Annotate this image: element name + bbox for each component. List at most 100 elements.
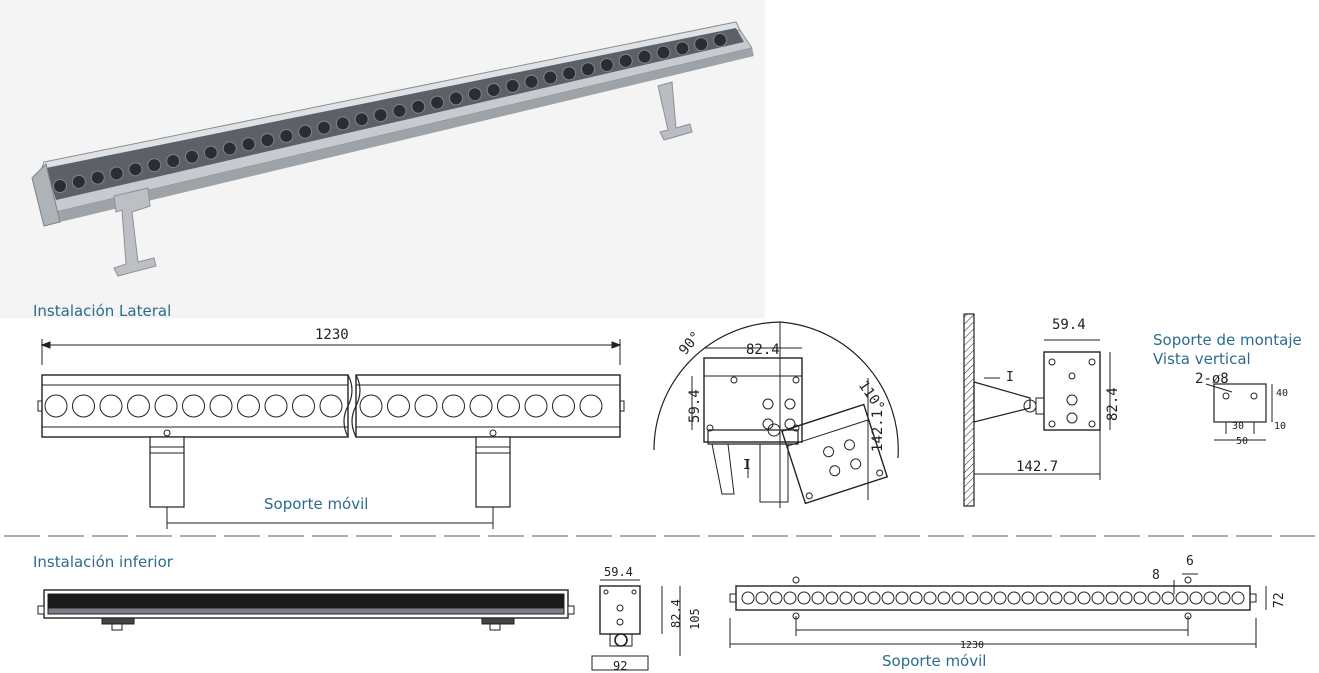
led-lens bbox=[185, 149, 199, 164]
dim-bottom-72: 72 bbox=[1272, 592, 1287, 608]
dim-mount-30: 30 bbox=[1232, 421, 1245, 432]
led-lens bbox=[1105, 591, 1119, 605]
dim-bottom-6: 6 bbox=[1186, 554, 1194, 569]
label-instalacion-inferior: Instalación inferior bbox=[33, 553, 173, 571]
led-lens bbox=[656, 45, 671, 60]
dim-bottom-end-height: 82.4 bbox=[669, 599, 683, 628]
led-lens bbox=[71, 174, 86, 189]
led-lens bbox=[442, 394, 465, 418]
label-soporte-movil-bottom: Soporte móvil bbox=[882, 652, 987, 670]
led-lens bbox=[392, 103, 407, 118]
led-lens bbox=[1021, 591, 1035, 605]
dim-rot-height: 59.4 bbox=[687, 389, 703, 423]
end-cap bbox=[31, 163, 61, 227]
led-lens bbox=[222, 141, 237, 156]
led-lens bbox=[335, 116, 350, 131]
mount-plate-drawing bbox=[1205, 383, 1273, 441]
led-lens bbox=[552, 394, 575, 418]
led-lens bbox=[599, 58, 614, 73]
led-lens bbox=[1063, 591, 1077, 605]
led-lens bbox=[203, 145, 218, 160]
led-lens bbox=[237, 394, 260, 418]
dim-wall-height: 82.4 bbox=[1105, 387, 1121, 421]
led-lens bbox=[241, 137, 256, 152]
led-lens bbox=[209, 394, 233, 418]
led-lens bbox=[881, 591, 895, 605]
led-lens bbox=[797, 591, 811, 605]
led-lens bbox=[811, 591, 825, 605]
bottom-led-row bbox=[741, 591, 1245, 605]
led-lens bbox=[260, 133, 275, 148]
led-lens bbox=[1119, 591, 1133, 605]
led-lens bbox=[317, 120, 331, 135]
front-bracket bbox=[113, 187, 157, 277]
led-lens bbox=[486, 83, 501, 98]
dim-bottom-8: 8 bbox=[1152, 568, 1160, 583]
dim-mount-10: 10 bbox=[1274, 421, 1287, 432]
led-lens bbox=[618, 53, 633, 68]
bottom-side-view-drawing bbox=[37, 589, 575, 631]
led-lens bbox=[387, 394, 410, 418]
led-lens bbox=[166, 153, 181, 168]
led-lens bbox=[1189, 591, 1203, 605]
dim-wall-I: I bbox=[1006, 370, 1014, 385]
dim-rot-142: 142.1 bbox=[870, 409, 886, 452]
led-lens bbox=[524, 394, 548, 418]
rear-bracket bbox=[657, 81, 693, 141]
led-lens bbox=[965, 591, 979, 605]
led-lens bbox=[1077, 591, 1091, 605]
dim-wall-width: 59.4 bbox=[1052, 317, 1086, 333]
led-lens bbox=[264, 394, 288, 418]
led-lens bbox=[1231, 591, 1245, 605]
dim-mount-40: 40 bbox=[1276, 388, 1289, 399]
led-lens bbox=[783, 591, 797, 605]
wall-mount-drawing bbox=[963, 313, 1111, 507]
led-lens bbox=[469, 394, 493, 418]
led-lens bbox=[951, 591, 965, 605]
led-lens bbox=[154, 394, 178, 418]
led-lens bbox=[359, 394, 383, 418]
led-lens bbox=[1007, 591, 1021, 605]
dim-top-length: 1230 bbox=[315, 327, 349, 343]
led-lens bbox=[937, 591, 951, 605]
led-lens bbox=[867, 591, 881, 605]
led-lens bbox=[127, 394, 150, 418]
led-lens bbox=[1217, 591, 1231, 605]
rotation-view-drawing bbox=[653, 321, 899, 508]
dim-mount-50: 50 bbox=[1236, 436, 1249, 447]
led-lens bbox=[373, 108, 388, 123]
led-lens bbox=[1161, 591, 1175, 605]
led-lens bbox=[1049, 591, 1063, 605]
led-lens bbox=[449, 91, 463, 106]
led-lens bbox=[411, 99, 426, 114]
dim-bottom-length: 1230 bbox=[960, 640, 985, 651]
led-lens bbox=[853, 591, 867, 605]
led-lens bbox=[543, 70, 558, 85]
label-soporte-de-montaje: Soporte de montaje bbox=[1153, 331, 1302, 349]
led-lens bbox=[1175, 591, 1189, 605]
dim-wall-depth: 142.7 bbox=[1016, 459, 1059, 475]
dim-rot-I: I bbox=[743, 458, 751, 473]
led-lens bbox=[44, 394, 68, 418]
led-lens bbox=[72, 394, 95, 418]
led-lens bbox=[713, 33, 727, 47]
led-lens bbox=[581, 62, 595, 77]
dim-rot-width: 82.4 bbox=[746, 342, 780, 358]
led-lens bbox=[895, 591, 909, 605]
led-lens bbox=[579, 394, 603, 418]
led-lens bbox=[675, 41, 690, 56]
led-array bbox=[53, 33, 727, 193]
led-lens bbox=[1203, 591, 1217, 605]
bottom-end-view-drawing bbox=[591, 579, 681, 671]
led-lens bbox=[505, 78, 520, 93]
led-lens bbox=[755, 591, 769, 605]
led-lens bbox=[414, 394, 438, 418]
dim-bottom-end-width: 59.4 bbox=[604, 565, 633, 579]
led-lens bbox=[839, 591, 853, 605]
led-lens bbox=[497, 394, 520, 418]
led-lens bbox=[979, 591, 993, 605]
dim-bottom-end-base: 92 bbox=[613, 659, 628, 673]
label-vista-vertical: Vista vertical bbox=[1153, 350, 1251, 368]
led-lens bbox=[99, 394, 123, 418]
led-lens bbox=[637, 49, 652, 64]
